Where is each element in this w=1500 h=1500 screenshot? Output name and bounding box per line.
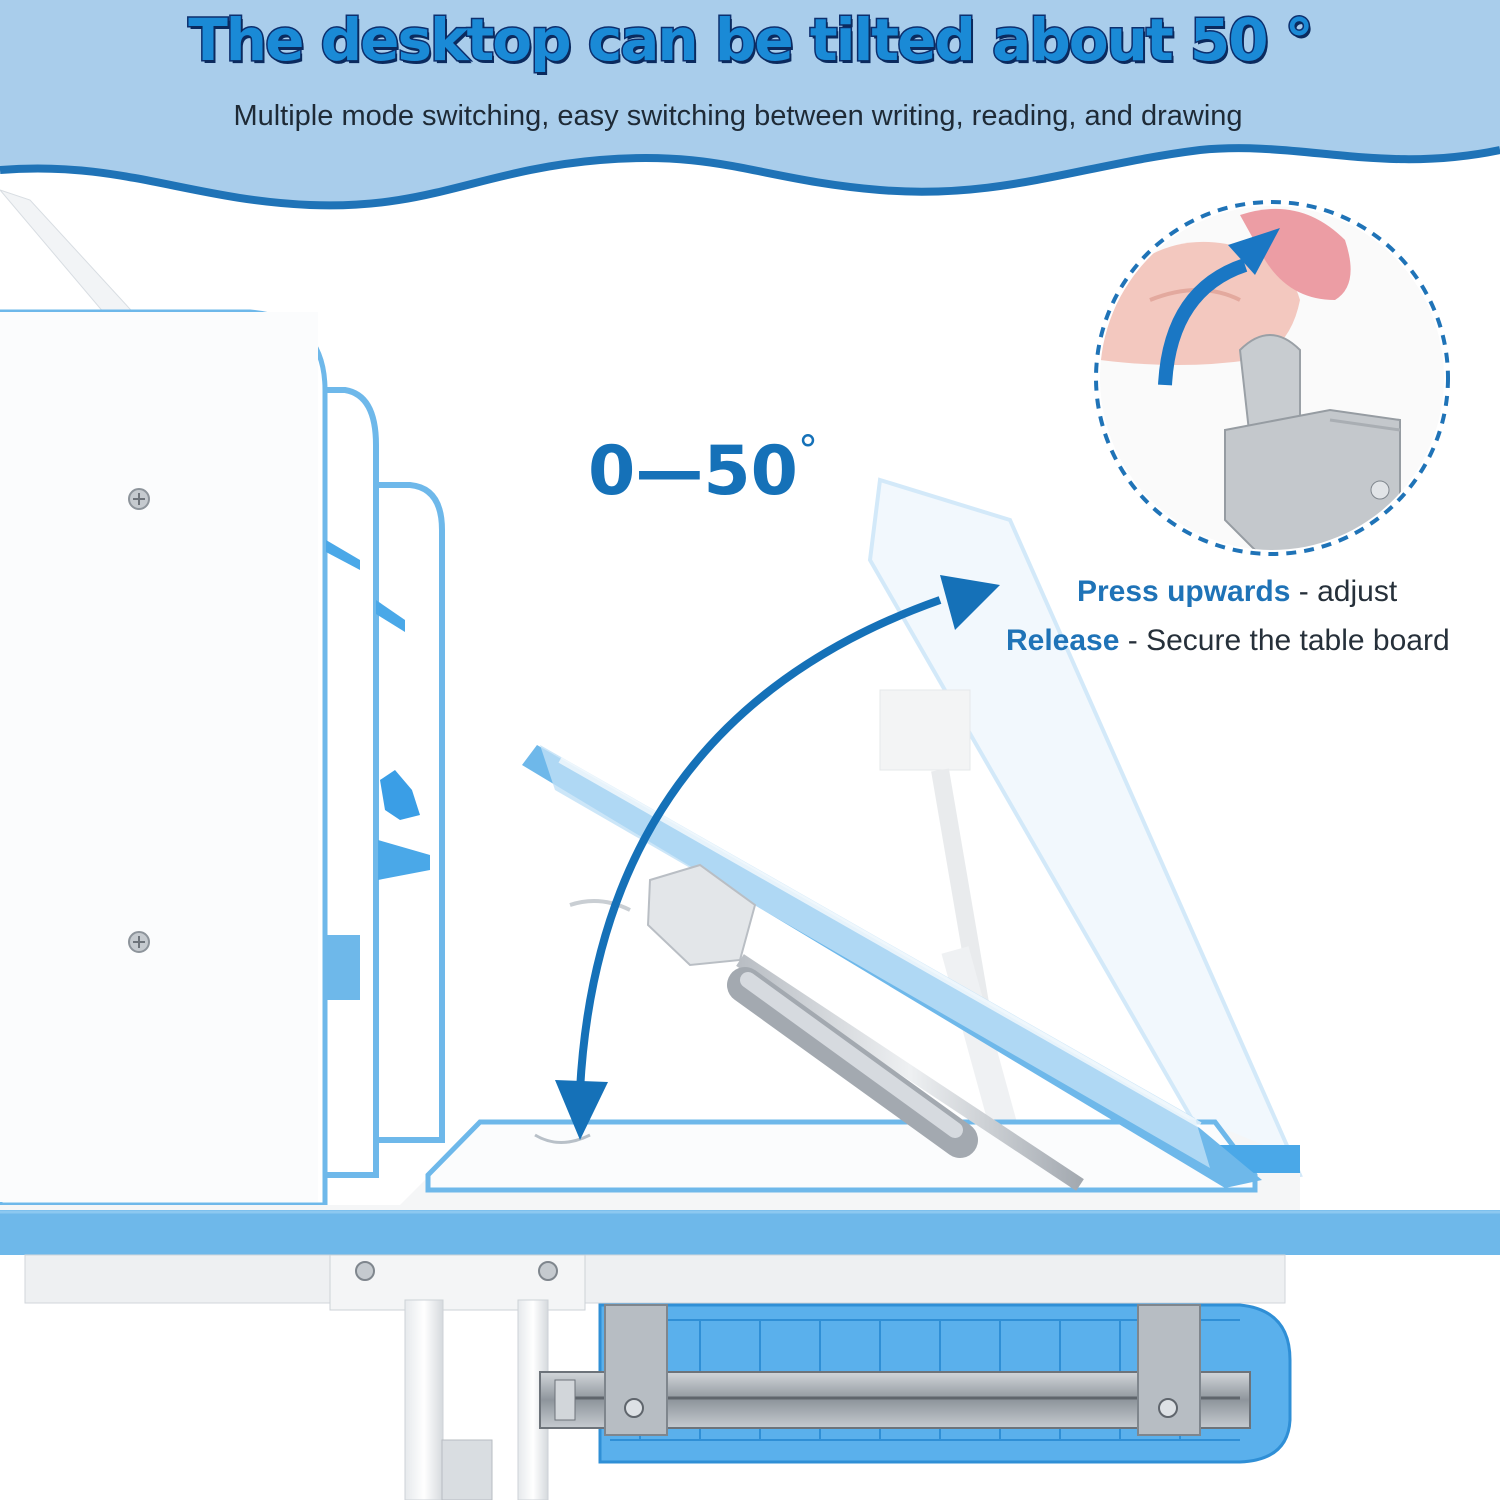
instruction-release-result: Secure the table board [1146,624,1450,657]
bookshelf [0,309,445,1208]
instruction-press-result: adjust [1317,575,1398,608]
angle-range-label: 0—50° [588,428,818,511]
angle-range-value: 0—50 [588,432,798,511]
header-banner [0,0,1500,210]
desk-frame [24,1254,1286,1500]
page-subtitle: Multiple mode switching, easy switching … [233,100,1243,132]
instruction-release-separator: - [1119,624,1147,657]
page-title: The desktop can be tilted about 50 ° [187,5,1316,76]
instruction-press-action: Press upwards [1077,575,1291,608]
shelf-bracket [0,189,142,321]
curved-arrow-icon [555,575,1000,1140]
instruction-press: Press upwards - adjust [1077,575,1397,609]
lever-detail-inset [1094,200,1450,556]
instruction-release-action: Release [1006,624,1120,657]
degree-symbol: ° [797,428,818,474]
instruction-press-separator: - [1290,575,1318,608]
inset-up-arrow-icon [1158,258,1248,386]
tilted-board [522,745,1262,1191]
drawer [539,1303,1292,1464]
desktop [0,1119,1500,1255]
instruction-release: Release - Secure the table board [1006,624,1450,658]
raised-board-ghost [867,477,1303,1188]
